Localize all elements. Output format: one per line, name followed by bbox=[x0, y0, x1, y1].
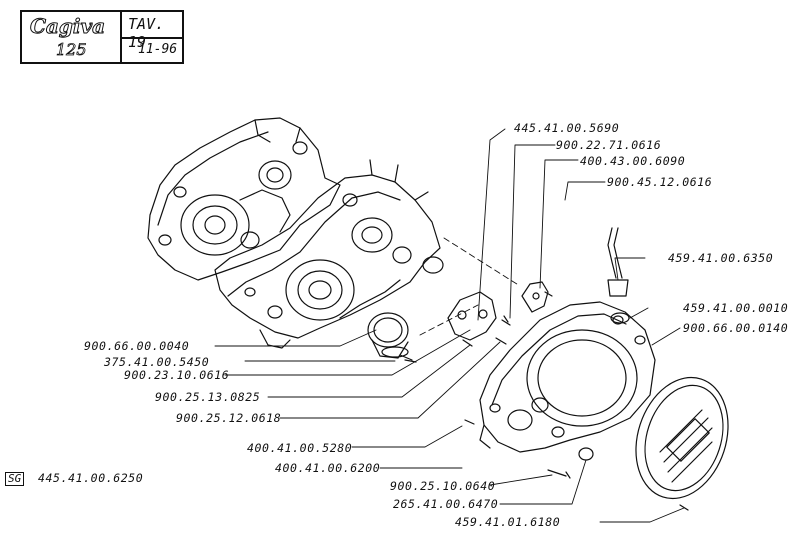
title-divider bbox=[120, 37, 182, 39]
part-label: 459.41.01.6180 bbox=[455, 515, 561, 529]
outer-cover bbox=[635, 376, 729, 500]
brand-logo: Cagiva bbox=[29, 14, 106, 39]
part-label: 400.41.00.6200 bbox=[275, 461, 381, 475]
part-label: 900.45.12.0616 bbox=[607, 175, 713, 189]
part-label: 265.41.00.6470 bbox=[393, 497, 499, 511]
part-label: 900.25.10.0640 bbox=[390, 479, 496, 493]
model-number: 125 bbox=[56, 40, 87, 60]
part-label: 445.41.00.6250 bbox=[38, 471, 144, 485]
leader-lines bbox=[214, 128, 685, 523]
part-label: 900.22.71.0616 bbox=[556, 138, 662, 152]
part-label: 900.23.10.0616 bbox=[124, 368, 230, 382]
screws bbox=[462, 291, 689, 511]
part-label: 900.25.12.0618 bbox=[176, 411, 282, 425]
kit-tag: SG bbox=[5, 472, 25, 486]
bearing-sleeve bbox=[367, 312, 417, 363]
part-label: 400.43.00.6090 bbox=[580, 154, 686, 168]
crankcase-right-half bbox=[214, 159, 444, 349]
part-label: 445.41.00.5690 bbox=[514, 121, 620, 135]
part-label: 459.41.00.0010 bbox=[683, 301, 788, 315]
bracket-plates bbox=[447, 281, 549, 341]
part-label: 400.41.00.5280 bbox=[247, 441, 353, 455]
revision-date: 11-96 bbox=[138, 42, 178, 57]
table-number: TAV. 19 bbox=[128, 15, 165, 51]
part-label: 900.25.13.0825 bbox=[155, 390, 261, 404]
part-label: 900.66.00.0040 bbox=[84, 339, 190, 353]
part-label: 459.41.00.6350 bbox=[668, 251, 774, 265]
clutch-cover bbox=[479, 301, 656, 461]
title-block: Cagiva 125 TAV. 19 11-96 bbox=[20, 10, 184, 64]
part-label: 900.66.00.0140 bbox=[683, 321, 788, 335]
part-label: 375.41.00.5450 bbox=[104, 355, 210, 369]
crankcase-left-half bbox=[147, 117, 341, 281]
oil-filler-breather bbox=[607, 227, 630, 324]
